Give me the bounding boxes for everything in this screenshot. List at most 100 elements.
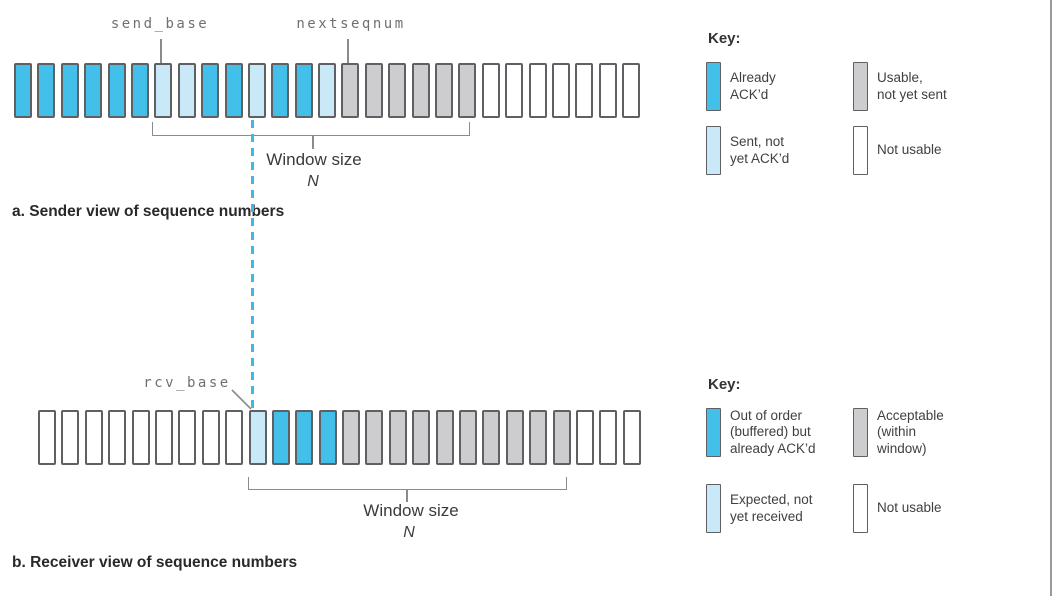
receiver-key: Key: Out of order (buffered) but already… bbox=[706, 376, 1036, 533]
sender-caption: a. Sender view of sequence numbers bbox=[12, 203, 285, 220]
key-entry-expected-not-yet-received: Expected, not yet received bbox=[706, 484, 853, 533]
receiver-caption: b. Receiver view of sequence numbers bbox=[12, 554, 298, 571]
seq-box-already-acked bbox=[224, 63, 243, 118]
sender-window-size-label: Window size bbox=[266, 150, 362, 169]
key-swatch-sent-not-yet-acked bbox=[706, 126, 721, 175]
key-entry-already-acked: Already ACK’d bbox=[706, 62, 853, 111]
seq-box-acceptable-within-window bbox=[412, 410, 431, 465]
key-swatch-not-usable bbox=[853, 484, 868, 533]
rcv-base-pointer-line bbox=[231, 389, 252, 410]
key-swatch-acceptable-within-window bbox=[853, 408, 868, 457]
seq-box-already-acked bbox=[201, 63, 220, 118]
seq-box-not-usable bbox=[154, 410, 173, 465]
seq-box-acceptable-within-window bbox=[365, 410, 384, 465]
seq-box-sent-not-yet-acked bbox=[177, 63, 196, 118]
receiver-window-size-label: Window size bbox=[363, 501, 459, 520]
receiver-box-row bbox=[38, 410, 641, 465]
seq-box-acceptable-within-window bbox=[435, 410, 454, 465]
seq-box-acceptable-within-window bbox=[552, 410, 571, 465]
sender-window-n-label: N bbox=[307, 173, 319, 190]
seq-box-out-of-order-buffered bbox=[318, 410, 337, 465]
seq-box-expected-not-yet-received bbox=[248, 410, 267, 465]
seq-box-not-usable bbox=[622, 410, 641, 465]
seq-box-acceptable-within-window bbox=[505, 410, 524, 465]
seq-box-usable-not-yet-sent bbox=[458, 63, 477, 118]
seq-box-acceptable-within-window bbox=[342, 410, 361, 465]
key-entry-out-of-order-buffered: Out of order (buffered) but already ACK’… bbox=[706, 408, 853, 457]
receiver-window-bracket bbox=[248, 477, 567, 490]
seq-box-already-acked bbox=[271, 63, 290, 118]
key-swatch-out-of-order-buffered bbox=[706, 408, 721, 457]
receiver-key-title: Key: bbox=[708, 376, 741, 393]
key-swatch-expected-not-yet-received bbox=[706, 484, 721, 533]
seq-box-acceptable-within-window bbox=[388, 410, 407, 465]
seq-box-not-usable bbox=[84, 410, 103, 465]
seq-box-already-acked bbox=[84, 63, 103, 118]
seq-box-not-usable bbox=[505, 63, 524, 118]
receiver-window-n-label: N bbox=[403, 524, 415, 541]
seq-box-not-usable bbox=[551, 63, 570, 118]
seq-box-not-usable bbox=[201, 410, 220, 465]
seq-box-usable-not-yet-sent bbox=[388, 63, 407, 118]
key-entry-acceptable-within-window: Acceptable (within window) bbox=[853, 408, 1036, 457]
seq-box-not-usable bbox=[622, 63, 641, 118]
seq-box-acceptable-within-window bbox=[529, 410, 548, 465]
seq-box-sent-not-yet-acked bbox=[318, 63, 337, 118]
key-entry-not-usable: Not usable bbox=[853, 484, 1036, 533]
seq-box-usable-not-yet-sent bbox=[341, 63, 360, 118]
key-entry-label: Not usable bbox=[877, 500, 942, 516]
seq-box-already-acked bbox=[60, 63, 79, 118]
seq-box-usable-not-yet-sent bbox=[411, 63, 430, 118]
seq-box-not-usable bbox=[61, 410, 80, 465]
seq-box-usable-not-yet-sent bbox=[435, 63, 454, 118]
seq-box-not-usable bbox=[598, 63, 617, 118]
key-swatch-not-usable bbox=[853, 126, 868, 175]
key-swatch-usable-not-yet-sent bbox=[853, 62, 868, 111]
seq-box-out-of-order-buffered bbox=[295, 410, 314, 465]
seq-box-already-acked bbox=[37, 63, 56, 118]
send-base-label: send_base bbox=[110, 16, 210, 32]
seq-box-not-usable bbox=[481, 63, 500, 118]
seq-box-not-usable bbox=[38, 410, 56, 465]
seq-box-not-usable bbox=[225, 410, 244, 465]
page-right-border bbox=[1050, 0, 1052, 596]
seq-box-acceptable-within-window bbox=[482, 410, 501, 465]
sender-key-title: Key: bbox=[708, 30, 741, 47]
nextseqnum-pointer-line bbox=[347, 39, 349, 63]
seq-box-not-usable bbox=[575, 63, 594, 118]
seq-box-not-usable bbox=[599, 410, 618, 465]
key-entry-not-usable: Not usable bbox=[853, 126, 1036, 175]
receiver-window-bracket-tick bbox=[406, 489, 408, 502]
key-swatch-already-acked bbox=[706, 62, 721, 111]
sender-window-bracket bbox=[152, 122, 470, 136]
seq-box-not-usable bbox=[131, 410, 150, 465]
seq-box-not-usable bbox=[528, 63, 547, 118]
key-entry-label: Out of order (buffered) but already ACK’… bbox=[730, 408, 816, 456]
seq-box-usable-not-yet-sent bbox=[364, 63, 383, 118]
sender-window-bracket-tick bbox=[312, 135, 314, 149]
seq-box-not-usable bbox=[108, 410, 127, 465]
key-entry-usable-not-yet-sent: Usable, not yet sent bbox=[853, 62, 1036, 111]
sender-box-row bbox=[14, 63, 641, 118]
rcv-base-label: rcv_base bbox=[143, 375, 231, 391]
seq-box-acceptable-within-window bbox=[459, 410, 478, 465]
seq-box-already-acked bbox=[107, 63, 126, 118]
nextseqnum-label: nextseqnum bbox=[296, 16, 406, 32]
key-entry-label: Acceptable (within window) bbox=[877, 408, 944, 456]
seq-box-sent-not-yet-acked bbox=[154, 63, 173, 118]
send-base-pointer-line bbox=[160, 39, 162, 63]
base-alignment-dashed-line bbox=[251, 120, 254, 409]
seq-box-sent-not-yet-acked bbox=[247, 63, 266, 118]
seq-box-already-acked bbox=[130, 63, 149, 118]
key-entry-label: Usable, not yet sent bbox=[877, 70, 947, 102]
key-entry-label: Not usable bbox=[877, 142, 942, 158]
key-entry-label: Already ACK’d bbox=[730, 70, 776, 102]
seq-box-out-of-order-buffered bbox=[271, 410, 290, 465]
key-entry-sent-not-yet-acked: Sent, not yet ACK’d bbox=[706, 126, 853, 175]
key-entry-label: Sent, not yet ACK’d bbox=[730, 134, 790, 166]
seq-box-already-acked bbox=[14, 63, 32, 118]
key-entry-label: Expected, not yet received bbox=[730, 492, 813, 524]
